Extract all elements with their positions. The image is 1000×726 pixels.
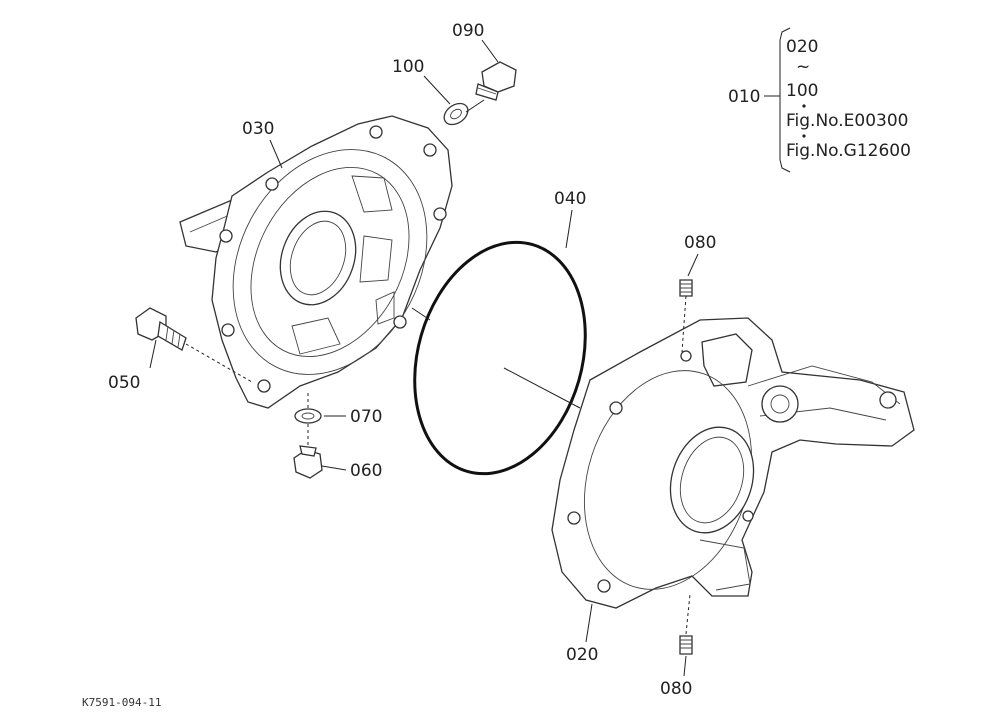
part-090-plug (475, 61, 517, 101)
label-090: 090 (452, 21, 484, 41)
range-note: 020 ~ 100 Fig.No.E00300 Fig.No.G12600 (779, 27, 911, 173)
part-080-screw-top (679, 279, 693, 297)
part-020-housing (551, 317, 915, 609)
part-060-plug (293, 445, 323, 479)
part-070-washer (294, 408, 322, 424)
label-060: 060 (350, 461, 382, 481)
label-070: 070 (350, 407, 382, 427)
label-080-bottom: 080 (660, 679, 692, 699)
part-080-screw-bottom (679, 635, 693, 655)
note-ref-1: Fig.No.E00300 (786, 111, 909, 131)
drawing-code: K7591-094-11 (82, 696, 161, 709)
part-040-o-ring (413, 240, 587, 476)
label-010: 010 (728, 87, 760, 107)
note-from: 020 (786, 37, 818, 57)
label-080-top: 080 (684, 233, 716, 253)
part-100-washer (443, 102, 469, 126)
part-030-housing (179, 115, 453, 409)
label-020: 020 (566, 645, 598, 665)
note-to: 100 (786, 81, 818, 101)
label-050: 050 (108, 373, 140, 393)
note-tilde: ~ (796, 57, 810, 77)
label-040: 040 (554, 189, 586, 209)
label-030: 030 (242, 119, 274, 139)
label-100: 100 (392, 57, 424, 77)
leader-lines (149, 39, 780, 677)
part-050-bolt (135, 307, 187, 351)
note-ref-2: Fig.No.G12600 (786, 141, 911, 161)
